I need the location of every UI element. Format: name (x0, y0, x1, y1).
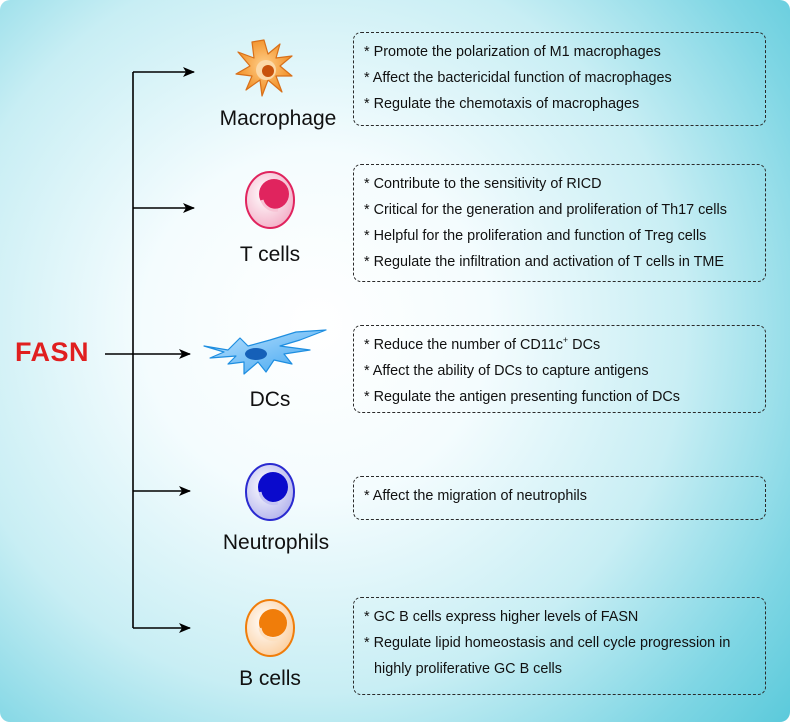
effect-item: * Affect the migration of neutrophils (364, 488, 587, 504)
cell-label-t-cells: T cells (239, 243, 301, 266)
dc-icon (203, 329, 327, 375)
cell-label-dcs: DCs (249, 388, 291, 411)
effects-box-t-cells: * Contribute to the sensitivity of RICD … (353, 164, 766, 282)
effect-item: * Promote the polarization of M1 macroph… (364, 44, 661, 60)
effect-item: * Affect the ability of DCs to capture a… (364, 363, 649, 379)
effect-item-continued: highly proliferative GC B cells (374, 661, 562, 677)
effect-item: * Regulate lipid homeostasis and cell cy… (364, 635, 731, 651)
cell-label-macrophage: Macrophage (219, 107, 337, 130)
neutrophil-icon (245, 463, 295, 521)
b-cell-icon (245, 599, 295, 657)
macrophage-icon (235, 39, 293, 97)
effect-item: * Regulate the infiltration and activati… (364, 254, 724, 270)
effect-item: * GC B cells express higher levels of FA… (364, 609, 639, 625)
effect-item: * Critical for the generation and prolif… (364, 202, 727, 218)
effects-box-dcs: * Reduce the number of CD11c+ DCs * Affe… (353, 325, 766, 413)
effect-item: * Regulate the antigen presenting functi… (364, 389, 680, 405)
effect-item-text: * Reduce the number of CD11c (364, 337, 563, 353)
effect-item: * Affect the bactericidal function of ma… (364, 70, 672, 86)
effect-item-text-end: DCs (568, 337, 601, 353)
effect-item: * Regulate the chemotaxis of macrophages (364, 96, 640, 112)
cell-label-b-cells: B cells (239, 667, 301, 690)
effects-box-neutrophils: * Affect the migration of neutrophils (353, 476, 766, 520)
effects-box-b-cells: * GC B cells express higher levels of FA… (353, 597, 766, 695)
effect-item: * Reduce the number of CD11c+ DCs (364, 332, 755, 358)
effects-box-macrophage: * Promote the polarization of M1 macroph… (353, 32, 766, 126)
effect-item: * Helpful for the proliferation and func… (364, 228, 707, 244)
fasn-label: FASN (15, 337, 90, 367)
effect-item: * Contribute to the sensitivity of RICD (364, 176, 602, 192)
t-cell-icon (245, 171, 295, 229)
superscript-plus: + (562, 335, 569, 346)
cell-label-neutrophils: Neutrophils (222, 531, 330, 554)
